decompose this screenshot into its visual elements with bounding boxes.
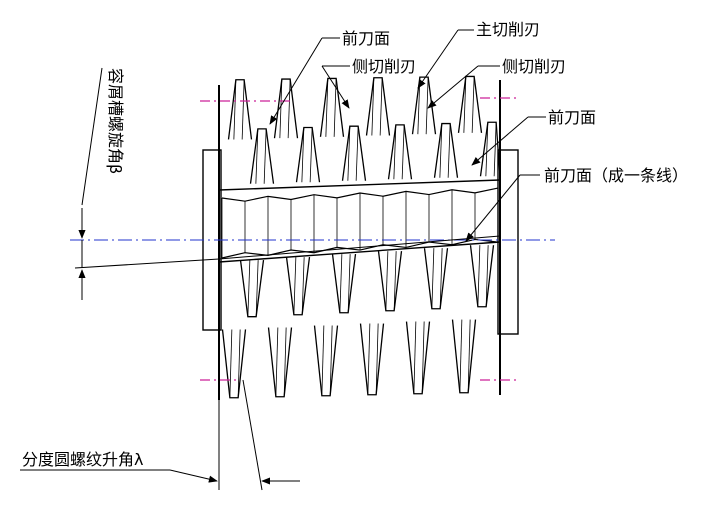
tooth-hatch bbox=[237, 329, 241, 398]
label-rake-face-1: 前刀面 bbox=[342, 29, 390, 48]
tooth-hatch bbox=[485, 122, 489, 177]
tooth-hatch bbox=[413, 321, 417, 394]
tooth-hatch bbox=[463, 76, 467, 133]
tooth-hatch bbox=[485, 245, 489, 307]
label-lead-angle: 分度圆螺纹升角λ bbox=[22, 450, 143, 469]
lower-teeth bbox=[239, 245, 495, 318]
tooth-hatch bbox=[309, 127, 313, 183]
upper-teeth bbox=[227, 75, 483, 140]
tooth-hatch bbox=[241, 79, 245, 140]
tooth-hatch bbox=[321, 325, 325, 396]
tooth-hatch bbox=[263, 128, 267, 184]
tooth-hatch bbox=[467, 319, 471, 393]
tooth-hatch bbox=[329, 325, 333, 396]
tooth-hatch bbox=[375, 323, 379, 395]
tooth-hatch bbox=[439, 123, 443, 178]
label-flute-helix-angle: 容屑槽螺旋角β bbox=[106, 68, 125, 174]
tooth-hatch bbox=[379, 77, 383, 136]
tooth-hatch bbox=[355, 126, 359, 181]
tooth-hatch bbox=[471, 76, 475, 133]
tooth-hatch bbox=[301, 127, 305, 183]
tooth-hatch bbox=[255, 260, 259, 317]
tooth-hatch bbox=[425, 77, 429, 135]
tooth-hatch bbox=[459, 319, 463, 393]
bottom-teeth bbox=[221, 319, 477, 399]
tooth-hatch bbox=[347, 254, 351, 313]
label-rake-face-2: 前刀面 bbox=[548, 108, 596, 127]
tooth-hatch bbox=[385, 251, 389, 311]
tooth-hatch bbox=[247, 260, 251, 317]
tooth-hatch bbox=[431, 248, 435, 309]
lead-angle-lines bbox=[20, 379, 300, 491]
tooth-outline bbox=[249, 121, 501, 184]
tooth-hatch bbox=[301, 257, 305, 315]
tooth-hatch bbox=[339, 254, 343, 313]
tooth-hatch bbox=[439, 248, 443, 309]
label-rake-face-line: 前刀面（成一条线） bbox=[544, 166, 688, 185]
tooth-hatch bbox=[283, 327, 287, 397]
tooth-hatch bbox=[477, 245, 481, 307]
tooth-hatch bbox=[293, 257, 297, 315]
drum-top-edge bbox=[221, 187, 499, 202]
tooth-hatch bbox=[255, 128, 259, 184]
label-side-cutting-edge-1: 侧切削刃 bbox=[352, 57, 416, 76]
tooth-hatch bbox=[279, 79, 283, 139]
tooth-hatch bbox=[393, 124, 397, 180]
tooth-hatch bbox=[229, 329, 233, 398]
label-main-cutting-edge: 主切削刃 bbox=[476, 20, 540, 39]
tooth-hatch bbox=[367, 323, 371, 395]
tooth-hatch bbox=[421, 321, 425, 394]
tooth-hatch bbox=[393, 251, 397, 311]
hob-body bbox=[218, 80, 501, 400]
helix-angle-lines bbox=[74, 67, 501, 300]
tooth-outline bbox=[221, 319, 477, 399]
tooth-hatch bbox=[275, 327, 279, 397]
tooth-hatch bbox=[287, 79, 291, 139]
tooth-outline bbox=[239, 245, 495, 318]
tooth-hatch bbox=[325, 78, 329, 137]
tooth-hatch bbox=[447, 123, 451, 178]
tooth-hatch bbox=[401, 124, 405, 180]
tooth-hatch bbox=[493, 122, 497, 177]
middle-teeth bbox=[249, 121, 501, 184]
pitch-circle-marks bbox=[200, 97, 518, 381]
tooth-hatch bbox=[347, 126, 351, 181]
label-side-cutting-edge-2: 侧切削刃 bbox=[502, 57, 566, 76]
tooth-outline bbox=[227, 75, 483, 140]
leader-lines bbox=[269, 29, 546, 242]
tooth-hatch bbox=[233, 79, 237, 140]
tooth-hatch bbox=[371, 77, 375, 136]
